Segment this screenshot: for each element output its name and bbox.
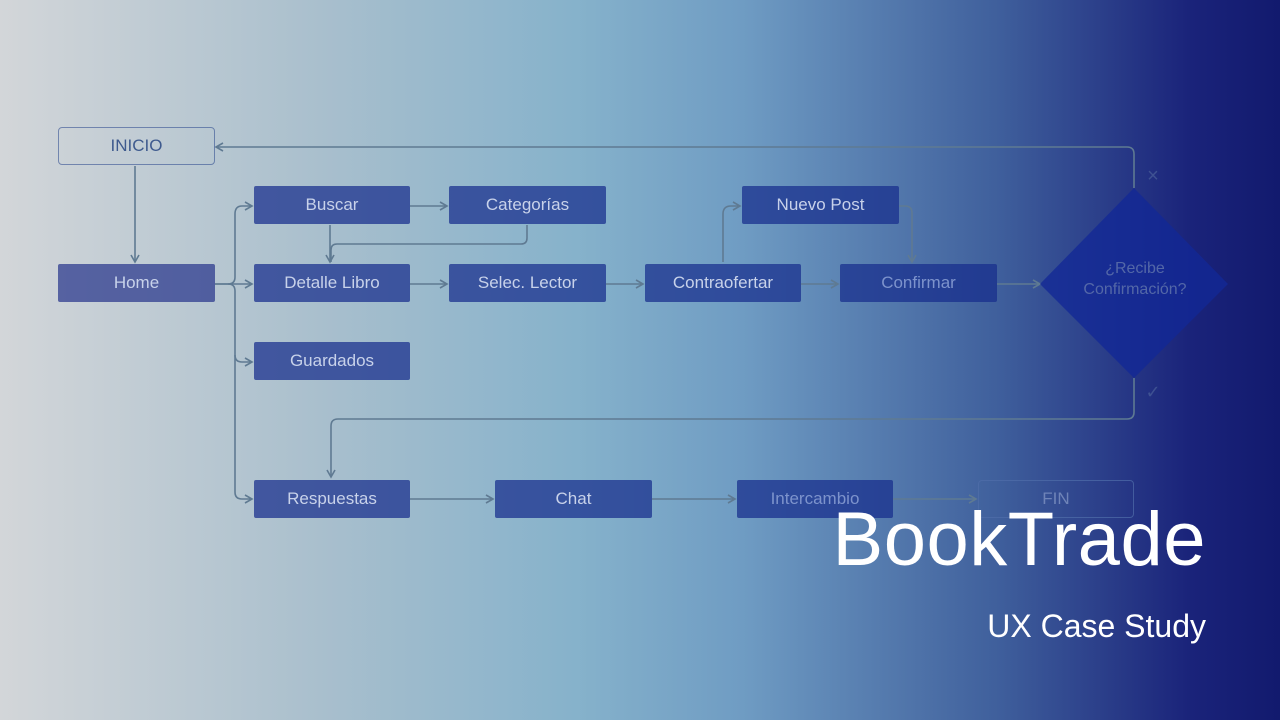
- node-fin[interactable]: FIN: [978, 480, 1134, 518]
- node-guardados[interactable]: Guardados: [254, 342, 410, 380]
- hero-subtitle: UX Case Study: [987, 608, 1206, 644]
- node-detalle-libro-label: Detalle Libro: [284, 273, 380, 292]
- node-confirmar[interactable]: Confirmar: [840, 264, 997, 302]
- node-home-label: Home: [113, 273, 160, 292]
- decision-label: ¿Recibe Confirmación?: [1046, 258, 1224, 300]
- connector-home-respuestas: [234, 355, 254, 504]
- node-selec-lector[interactable]: Selec. Lector: [449, 264, 606, 302]
- node-selec-lector-label: Selec. Lector: [477, 273, 578, 292]
- node-buscar-label: Buscar: [305, 195, 359, 214]
- node-intercambio-label: Intercambio: [770, 489, 860, 508]
- connector-contra-nuevopost: [722, 201, 742, 262]
- decision-diamond: [1040, 188, 1228, 378]
- node-detalle-libro[interactable]: Detalle Libro: [254, 264, 410, 302]
- node-categorias[interactable]: Categorías: [449, 186, 606, 224]
- node-categorias-label: Categorías: [485, 195, 570, 214]
- node-guardados-label: Guardados: [289, 351, 375, 370]
- hero-title: BookTrade: [832, 497, 1206, 582]
- decision-no-mark: ×: [1147, 165, 1159, 187]
- connector-decision-yes: [326, 378, 1135, 479]
- connector-decision-no: [214, 142, 1135, 188]
- node-buscar[interactable]: Buscar: [254, 186, 410, 224]
- connector-home-branch: [215, 201, 254, 285]
- node-chat[interactable]: Chat: [495, 480, 652, 518]
- node-nuevo-post-label: Nuevo Post: [776, 195, 865, 214]
- node-intercambio[interactable]: Intercambio: [737, 480, 893, 518]
- node-inicio[interactable]: INICIO: [58, 127, 215, 165]
- decision-label-line1: ¿Recibe: [1105, 260, 1165, 277]
- node-respuestas-label: Respuestas: [287, 489, 377, 508]
- decision-yes-mark: ✓: [1145, 382, 1160, 403]
- decision-label-line2: Confirmación?: [1083, 281, 1187, 298]
- node-chat-label: Chat: [555, 489, 592, 508]
- node-fin-label: FIN: [1042, 489, 1070, 508]
- node-contraofertar-label: Contraofertar: [672, 273, 774, 292]
- node-inicio-label: INICIO: [110, 136, 163, 155]
- node-contraofertar[interactable]: Contraofertar: [645, 264, 801, 302]
- connector-home-guardados: [227, 283, 254, 367]
- node-nuevo-post[interactable]: Nuevo Post: [742, 186, 899, 224]
- node-respuestas[interactable]: Respuestas: [254, 480, 410, 518]
- connector-nuevopost-confirmar: [899, 205, 917, 264]
- connector-categorias-detalle: [330, 225, 528, 262]
- node-home[interactable]: Home: [58, 264, 215, 302]
- node-confirmar-label: Confirmar: [881, 273, 956, 292]
